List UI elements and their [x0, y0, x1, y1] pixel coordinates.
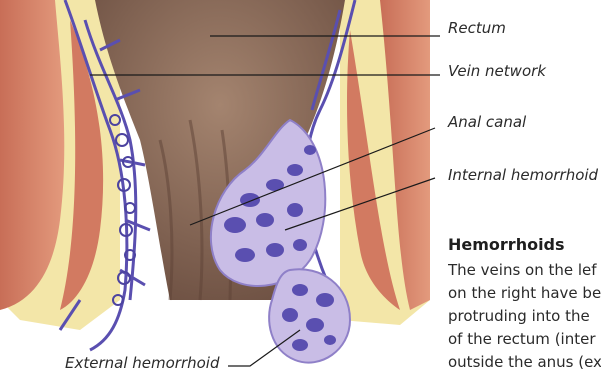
label-anal-canal: Anal canal: [448, 113, 526, 131]
info-body: The veins on the lef on the right have b…: [448, 259, 601, 374]
info-line: The veins on the lef: [448, 259, 601, 282]
info-line: on the right have be: [448, 282, 601, 305]
info-line: protruding into the: [448, 305, 601, 328]
external-hemorrhoid: [269, 269, 350, 362]
label-internal-hemorrhoid: Internal hemorrhoid: [448, 166, 598, 184]
info-heading: Hemorrhoids: [448, 235, 565, 254]
label-external-hemorrhoid: External hemorrhoid: [65, 354, 220, 372]
info-line: of the rectum (inter: [448, 328, 601, 351]
label-rectum: Rectum: [448, 19, 506, 37]
label-vein-network: Vein network: [448, 62, 546, 80]
info-line: outside the anus (ex: [448, 351, 601, 374]
